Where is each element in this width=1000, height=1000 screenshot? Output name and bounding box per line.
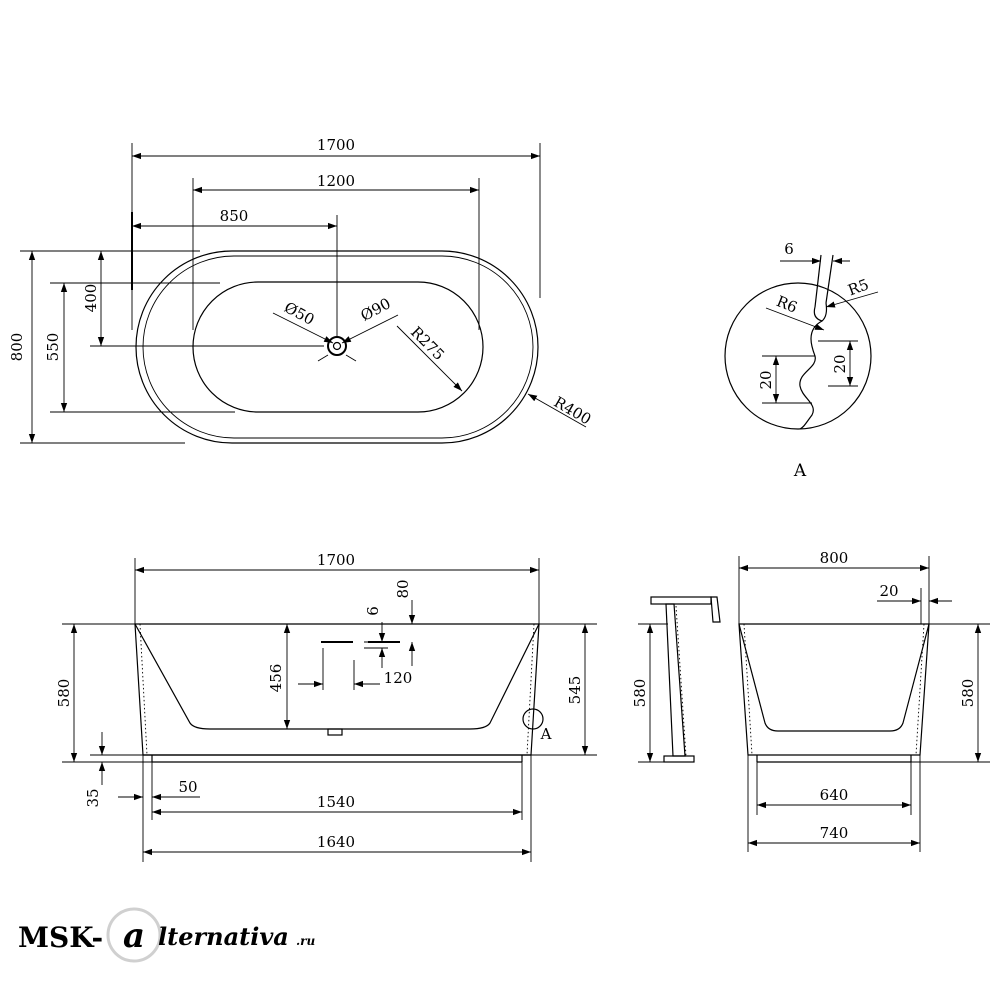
dim-detail-step-left: 20 [757,370,775,389]
detail-a-circle [724,282,872,430]
dim-front-plinth: 35 [84,788,102,807]
dim-front-drain-rise: 80 [394,579,412,598]
svg-text:lternativa: lternativa [158,922,289,951]
dim-top-drain-span: 1200 [317,172,355,190]
dim-side-height-right: 580 [959,679,977,708]
dim-top-length: 1700 [317,136,355,154]
dim-front-inner-depth: 456 [267,664,285,693]
dim-detail-rim: 6 [784,240,794,258]
dim-front-drain-spacing: 120 [384,669,413,687]
svg-text:.ru: .ru [296,934,316,948]
dim-front-base-length: 1540 [317,793,355,811]
dim-front-footprint: 1640 [317,833,355,851]
detail-a-marker-label: A [540,725,552,743]
tub-inner-basin [192,281,484,413]
dim-inner-radius: R275 [407,323,448,364]
front-inner-basin [134,623,540,730]
dim-side-footprint: 740 [820,824,849,842]
dim-detail-step-right: 20 [831,354,849,373]
detail-a: 6 R5 R6 20 20 A [724,240,879,481]
dim-front-rim-height: 545 [566,676,584,705]
drain-symbol [272,312,399,362]
dim-outer-radius: R400 [551,393,595,429]
top-view: 1700 1200 850 800 550 400 Ø50 Ø90 R275 [8,136,595,444]
dim-side-wall: 20 [879,582,898,600]
svg-text:a: a [123,916,145,956]
dim-top-drain-offset: 850 [220,207,249,225]
dim-front-height: 580 [55,679,73,708]
side-inner-basin [738,623,930,732]
dim-top-drain-edge: 400 [82,284,100,313]
front-view: 1700 580 456 545 35 50 1540 1640 [55,551,597,862]
dim-front-drain-wall: 6 [364,606,382,616]
dim-side-width: 800 [820,549,849,567]
detail-a-label: A [793,461,807,481]
freestanding-faucet: 580 [631,596,721,763]
side-tub-body [738,623,930,756]
dim-top-inner-width: 550 [44,333,62,362]
dim-detail-r6: R6 [774,292,800,316]
side-view: 800 20 580 640 740 [738,549,990,852]
detail-a-marker [522,708,544,730]
dim-detail-r5: R5 [845,275,871,299]
dim-front-length: 1700 [317,551,355,569]
svg-text:MSK-: MSK- [18,921,103,954]
watermark-logo: MSK- a lternativa .ru [18,907,316,963]
detail-a-profile [799,320,823,430]
dim-front-setback: 50 [178,778,197,796]
dim-side-base: 640 [820,786,849,804]
dim-side-height-left: 580 [631,679,649,708]
dim-top-width: 800 [8,333,26,362]
dim-drain-diameter: Ø50 [281,298,317,329]
